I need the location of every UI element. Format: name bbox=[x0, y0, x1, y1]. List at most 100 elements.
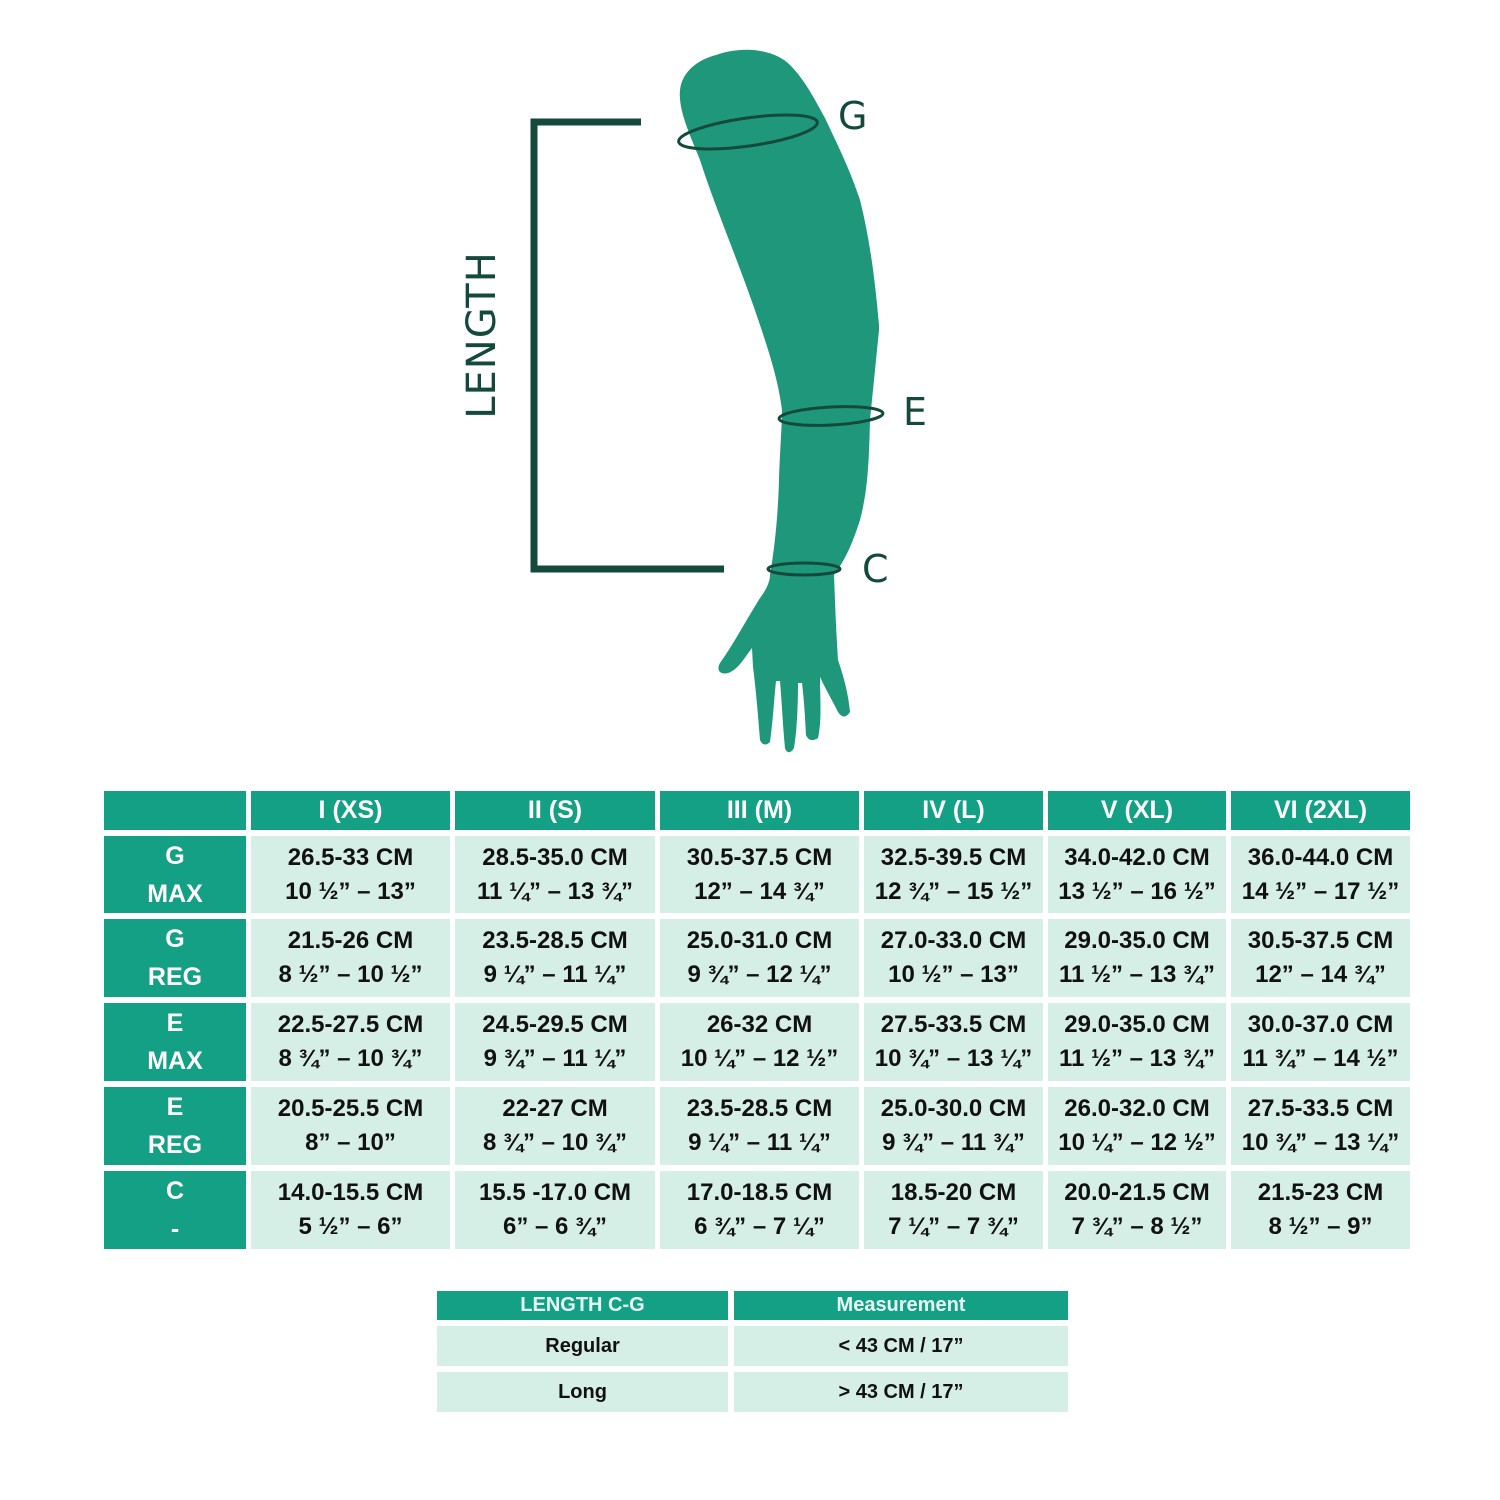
table-cell: 24.5-29.5 CM 9 ¾” – 11 ¼” bbox=[455, 1003, 655, 1081]
cell-cm: 25.0-31.0 CM bbox=[686, 927, 833, 954]
cell-inch: 9 ¾” – 11 ¼” bbox=[483, 1045, 627, 1072]
table-cell: 34.0-42.0 CM 13 ½” – 16 ½” bbox=[1048, 836, 1226, 913]
cell-cm: 18.5-20 CM bbox=[890, 1179, 1017, 1206]
table-cell: 25.0-31.0 CM 9 ¾” – 12 ¼” bbox=[660, 919, 859, 997]
cell-inch: 10 ¾” – 13 ¼” bbox=[1241, 1129, 1400, 1156]
cell-inch: 6” – 6 ¾” bbox=[502, 1213, 608, 1240]
cell-cm: 32.5-39.5 CM bbox=[880, 843, 1027, 871]
cell-inch: 7 ¼” – 7 ¾” bbox=[888, 1213, 1019, 1240]
column-header-s: II (S) bbox=[455, 791, 655, 830]
length-header-measurement: Measurement bbox=[734, 1291, 1068, 1320]
cell-cm: 25.0-30.0 CM bbox=[880, 1095, 1027, 1122]
cell-cm: 30.0-37.0 CM bbox=[1247, 1011, 1394, 1038]
row-header-top: G bbox=[165, 925, 185, 953]
table-cell: 29.0-35.0 CM 11 ½” – 13 ¾” bbox=[1048, 919, 1226, 997]
row-header-bottom: MAX bbox=[147, 879, 203, 908]
cell-inch: 14 ½” – 17 ½” bbox=[1241, 877, 1400, 905]
column-header-xl: V (XL) bbox=[1048, 791, 1226, 830]
row-header-bottom: REG bbox=[147, 1131, 203, 1159]
cell-cm: 29.0-35.0 CM bbox=[1064, 1011, 1210, 1038]
cell-cm: 21.5-23 CM bbox=[1257, 1179, 1384, 1206]
row-header-top: G bbox=[165, 841, 185, 870]
size-chart-table: I (XS) II (S) III (M) IV (L) V (XL) VI (… bbox=[104, 791, 1410, 1249]
cell-inch: 10 ½” – 13” bbox=[285, 877, 416, 905]
length-header-type: LENGTH C-G bbox=[437, 1291, 728, 1320]
cell-inch: 10 ¾” – 13 ¼” bbox=[874, 1045, 1033, 1072]
table-cell: 18.5-20 CM 7 ¼” – 7 ¾” bbox=[864, 1171, 1043, 1249]
cell-cm: 24.5-29.5 CM bbox=[482, 1011, 628, 1038]
table-cell: 30.0-37.0 CM 11 ¾” – 14 ½” bbox=[1231, 1003, 1410, 1081]
cell-inch: 6 ¾” – 7 ¼” bbox=[694, 1213, 825, 1240]
cell-inch: 11 ¼” – 13 ¾” bbox=[476, 877, 634, 905]
cell-cm: 27.0-33.0 CM bbox=[880, 927, 1027, 954]
table-cell: 15.5 -17.0 CM 6” – 6 ¾” bbox=[455, 1171, 655, 1249]
length-measurement-regular: < 43 CM / 17” bbox=[734, 1326, 1068, 1366]
cell-cm: 26.5-33 CM bbox=[287, 843, 414, 871]
cell-inch: 10 ¼” – 12 ½” bbox=[680, 1045, 839, 1072]
cell-inch: 10 ½” – 13” bbox=[888, 961, 1019, 988]
column-header-m: III (M) bbox=[660, 791, 859, 830]
row-header-top: E bbox=[166, 1009, 184, 1037]
cell-cm: 15.5 -17.0 CM bbox=[478, 1179, 632, 1206]
row-header-c: C- bbox=[104, 1171, 246, 1249]
arm-illustration-icon bbox=[530, 49, 885, 753]
g-measure-ring bbox=[677, 113, 819, 151]
table-cell: 17.0-18.5 CM 6 ¾” – 7 ¼” bbox=[660, 1171, 859, 1249]
cell-cm: 28.5-35.0 CM bbox=[482, 843, 628, 871]
cell-inch: 11 ¾” – 14 ½” bbox=[1242, 1045, 1399, 1072]
cell-inch: 9 ¾” – 11 ¾” bbox=[882, 1129, 1025, 1156]
length-type-regular: Regular bbox=[437, 1326, 728, 1366]
table-cell: 26.5-33 CM 10 ½” – 13” bbox=[251, 836, 450, 913]
cell-cm: 30.5-37.5 CM bbox=[686, 843, 833, 871]
c-measure-ring bbox=[766, 561, 842, 577]
table-cell: 30.5-37.5 CM 12” – 14 ¾” bbox=[1231, 919, 1410, 997]
row-header-top: C bbox=[165, 1177, 185, 1205]
corner-header bbox=[104, 791, 246, 830]
cell-inch: 12” – 14 ¾” bbox=[1255, 961, 1386, 988]
cell-cm: 22-27 CM bbox=[502, 1095, 608, 1122]
cell-inch: 9 ¼” – 11 ¼” bbox=[688, 1129, 831, 1156]
cell-inch: 9 ¾” – 12 ¼” bbox=[687, 961, 832, 988]
cell-cm: 29.0-35.0 CM bbox=[1064, 927, 1210, 954]
cell-cm: 14.0-15.5 CM bbox=[277, 1179, 424, 1206]
cell-inch: 13 ½” – 16 ½” bbox=[1058, 877, 1216, 905]
cell-inch: 11 ½” – 13 ¾” bbox=[1058, 961, 1216, 988]
table-cell: 28.5-35.0 CM 11 ¼” – 13 ¾” bbox=[455, 836, 655, 913]
cell-cm: 27.5-33.5 CM bbox=[1247, 1095, 1394, 1122]
table-cell: 36.0-44.0 CM 14 ½” – 17 ½” bbox=[1231, 836, 1410, 913]
cell-cm: 34.0-42.0 CM bbox=[1064, 843, 1210, 871]
length-table: LENGTH C-G Measurement Regular < 43 CM /… bbox=[437, 1291, 1068, 1412]
arm-measurement-diagram: LENGTH G E C bbox=[459, 49, 928, 753]
row-header-bottom: REG bbox=[147, 963, 203, 991]
length-label: LENGTH bbox=[459, 251, 505, 419]
point-e-label: E bbox=[903, 390, 928, 434]
cell-cm: 36.0-44.0 CM bbox=[1247, 843, 1394, 871]
cell-cm: 22.5-27.5 CM bbox=[277, 1011, 424, 1038]
cell-inch: 11 ½” – 13 ¾” bbox=[1058, 1045, 1216, 1072]
point-c-label: C bbox=[862, 547, 889, 591]
table-cell: 27.5-33.5 CM 10 ¾” – 13 ¼” bbox=[1231, 1087, 1410, 1165]
table-cell: 32.5-39.5 CM 12 ¾” – 15 ½” bbox=[864, 836, 1043, 913]
column-header-xs: I (XS) bbox=[251, 791, 450, 830]
cell-inch: 7 ¾” – 8 ½” bbox=[1071, 1213, 1203, 1240]
row-header-g-reg: G REG bbox=[104, 919, 246, 997]
cell-cm: 17.0-18.5 CM bbox=[686, 1179, 833, 1206]
cell-cm: 30.5-37.5 CM bbox=[1247, 927, 1394, 954]
cell-inch: 9 ¼” – 11 ¼” bbox=[483, 961, 627, 988]
column-header-l: IV (L) bbox=[864, 791, 1043, 830]
cell-inch: 12 ¾” – 15 ½” bbox=[874, 877, 1033, 905]
